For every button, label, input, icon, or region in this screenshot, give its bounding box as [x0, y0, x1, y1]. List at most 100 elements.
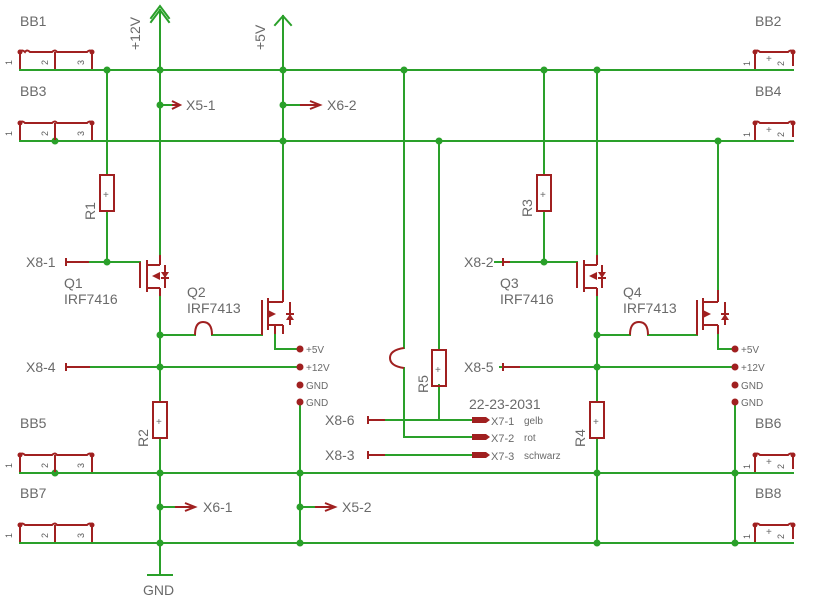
transistor-q2-value: IRF7413: [187, 300, 241, 316]
svg-text:2: 2: [40, 60, 50, 65]
resistor-r5: + R5: [415, 349, 447, 393]
resistor-r4: + R4: [572, 401, 605, 447]
svg-text:1: 1: [742, 61, 752, 66]
connector-label-bb8: BB8: [755, 485, 782, 501]
transistor-q4-label: Q4: [623, 284, 642, 300]
svg-text:2: 2: [776, 534, 786, 539]
svg-text:+: +: [766, 54, 772, 65]
pad-x7-1-label: X7-1: [491, 416, 514, 428]
svg-text:3: 3: [76, 533, 86, 538]
transistor-q2-label: Q2: [187, 284, 206, 300]
pad-x7-2-label: X7-2: [491, 433, 514, 445]
part-number-label: 22-23-2031: [469, 396, 541, 412]
resistor-r3: + R3: [519, 174, 552, 217]
svg-text:3: 3: [76, 60, 86, 65]
svg-text:GND: GND: [741, 398, 763, 409]
resistor-r1: + R1: [82, 174, 115, 220]
pad-x6-2-label: X6-2: [327, 97, 357, 113]
wire-label-gelb: gelb: [524, 416, 543, 427]
svg-text:+: +: [593, 417, 599, 428]
svg-text:+5V: +5V: [306, 345, 324, 356]
svg-text:GND: GND: [306, 381, 328, 392]
pad-x8-3-label: X8-3: [325, 447, 355, 463]
svg-text:1: 1: [4, 463, 14, 468]
pad-x8-5-label: X8-5: [464, 359, 494, 375]
svg-text:GND: GND: [306, 398, 328, 409]
svg-text:+: +: [103, 190, 109, 201]
power-pins-right: +5V +12V GND GND: [731, 345, 765, 409]
supply-12v-label: +12V: [127, 16, 143, 50]
power-pins-left: +5V +12V GND GND: [296, 345, 330, 409]
svg-text:GND: GND: [741, 381, 763, 392]
svg-text:+: +: [766, 457, 772, 468]
connector-label-bb6: BB6: [755, 415, 782, 431]
connector-bb1: BB1 1 2 3: [4, 13, 93, 71]
pad-x5-2-label: X5-2: [342, 499, 372, 515]
transistor-q3-value: IRF7416: [500, 291, 554, 307]
svg-text:1: 1: [4, 60, 14, 65]
resistor-r1-label: R1: [82, 202, 98, 220]
pad-x8-4-label: X8-4: [26, 359, 56, 375]
pad-x8-2-label: X8-2: [464, 254, 494, 270]
solder-jumper-q2: [194, 320, 213, 336]
pad-x7-3-label: X7-3: [491, 451, 514, 463]
pads: X5-1 X6-2 X8-1 X8-4 X8-2 X8-5 X8-6 X8-3 …: [26, 97, 561, 515]
svg-text:3: 3: [76, 131, 86, 136]
svg-text:2: 2: [40, 533, 50, 538]
connector-label-bb5: BB5: [20, 415, 47, 431]
svg-text:+12V: +12V: [306, 363, 330, 374]
transistor-q4-value: IRF7413: [623, 300, 677, 316]
pad-x5-1-label: X5-1: [186, 97, 216, 113]
svg-text:+: +: [766, 527, 772, 538]
svg-text:1: 1: [742, 464, 752, 469]
svg-text:2: 2: [776, 464, 786, 469]
svg-text:+5V: +5V: [741, 345, 759, 356]
transistor-q1-value: IRF7416: [64, 291, 118, 307]
svg-text:1: 1: [742, 132, 752, 137]
connector-bb3: BB3 1 2 3: [4, 83, 93, 142]
solder-jumper-r5: [388, 347, 405, 369]
connector-bb2: BB2 1 2 +: [742, 13, 794, 71]
resistor-r2: + R2: [135, 401, 168, 447]
connector-bb4: BB4 1 2 +: [742, 83, 794, 142]
connector-bb5: BB5 1 2 3: [4, 415, 93, 474]
transistor-q2: Q2 IRF7413: [187, 284, 294, 336]
connector-label-bb4: BB4: [755, 83, 782, 99]
svg-text:+: +: [540, 190, 546, 201]
svg-text:1: 1: [742, 534, 752, 539]
svg-text:2: 2: [40, 463, 50, 468]
pad-x6-1-label: X6-1: [203, 499, 233, 515]
pad-x8-6-label: X8-6: [325, 412, 355, 428]
svg-text:1: 1: [4, 533, 14, 538]
connector-bb6: BB6 1 2 +: [742, 415, 794, 474]
resistor-r5-label: R5: [415, 375, 431, 393]
transistor-q4: Q4 IRF7413: [623, 284, 729, 336]
connector-bb7: BB7 1 2 3: [4, 485, 93, 544]
connector-label-bb1: BB1: [20, 13, 47, 29]
resistor-r4-label: R4: [572, 429, 588, 447]
svg-text:2: 2: [40, 131, 50, 136]
wire-label-rot: rot: [524, 433, 536, 444]
svg-text:+: +: [766, 125, 772, 136]
svg-text:1: 1: [4, 131, 14, 136]
connector-label-bb3: BB3: [20, 83, 47, 99]
svg-text:+12V: +12V: [741, 363, 765, 374]
supply-5v-label: +5V: [252, 24, 268, 50]
svg-text:2: 2: [776, 61, 786, 66]
transistor-q3: Q3 IRF7416: [500, 255, 606, 307]
resistor-r3-label: R3: [519, 199, 535, 217]
transistor-q3-label: Q3: [500, 275, 519, 291]
supply-5v: +5V: [252, 14, 293, 50]
supply-gnd-label: GND: [143, 582, 174, 598]
supply-gnd: GND: [143, 574, 174, 598]
supply-12v: +12V: [127, 4, 171, 50]
solder-jumper-q4: [629, 320, 649, 336]
pad-x8-1-label: X8-1: [26, 254, 56, 270]
connector-pin-dots: [17, 49, 796, 528]
resistor-r2-label: R2: [135, 429, 151, 447]
transistor-q1: Q1 IRF7416: [64, 255, 169, 307]
svg-text:2: 2: [776, 132, 786, 137]
svg-text:3: 3: [76, 463, 86, 468]
connector-label-bb2: BB2: [755, 13, 782, 29]
